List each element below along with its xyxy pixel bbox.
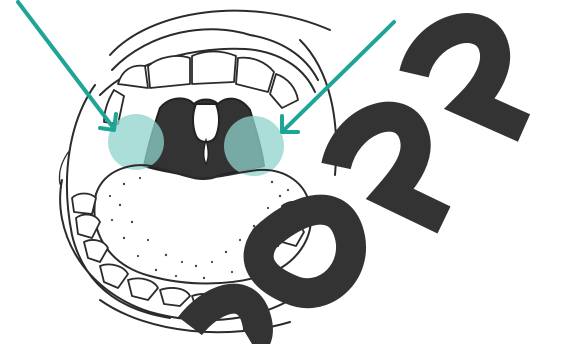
watermark-digit-2-c (414, 28, 524, 128)
arrow-left (18, 2, 116, 130)
watermark-digit-2-b (336, 117, 444, 220)
watermark-digit-2-a (190, 299, 258, 344)
watermark-digit-0 (259, 210, 352, 294)
tonsil-highlight-right (224, 116, 284, 176)
